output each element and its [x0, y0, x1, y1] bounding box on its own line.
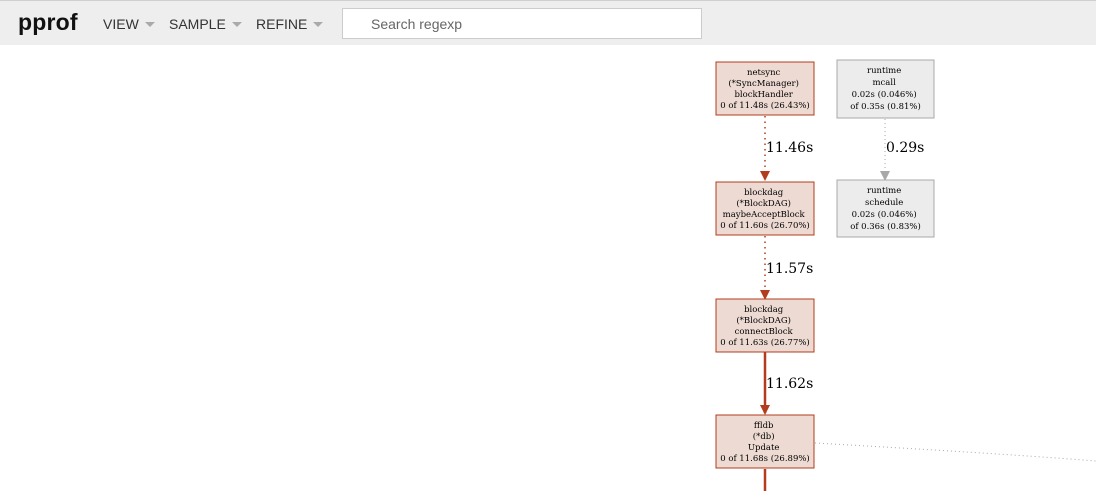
node-label-line: 0.02s (0.046%): [852, 89, 917, 100]
svg-text:blockdag (*BlockDAG): blockdag (*BlockDAG) maybeAcceptBlock 0 …: [720, 188, 810, 231]
node-label-line: mcall: [872, 78, 896, 88]
edge-blockhandler-maybeacceptblock[interactable]: 11.46s: [760, 116, 813, 181]
node-label-line: blockdag: [744, 188, 784, 198]
node-label-line: 0.02s (0.046%): [852, 209, 917, 220]
node-blockhandler[interactable]: netsync (*SyncManager) blockHandler 0 of…: [715, 61, 815, 116]
node-label-line: blockHandler: [734, 90, 793, 100]
node-label-line: 0 of 11.63s (26.77%): [720, 337, 810, 348]
view-menu[interactable]: VIEW: [103, 16, 155, 32]
node-label-line: ffldb: [754, 421, 774, 431]
node-label-line: maybeAcceptBlock: [723, 210, 806, 220]
edge-label: 0.29s: [886, 140, 924, 156]
node-label-line: runtime: [867, 66, 901, 76]
node-label-line: schedule: [865, 198, 903, 208]
edge-mcall-schedule[interactable]: 0.29s: [880, 119, 924, 181]
node-label-line: of 0.36s (0.83%): [850, 221, 921, 232]
node-label-line: (*SyncManager): [728, 78, 799, 89]
app-title: pprof: [18, 9, 78, 35]
svg-text:netsync (*SyncManager): netsync (*SyncManager) blockHandler 0 of…: [720, 68, 810, 111]
node-label-line: netsync: [747, 68, 781, 78]
view-menu-label: VIEW: [103, 16, 139, 32]
svg-text:ffldb (*db) Update: ffldb (*db) Update 0 of 11.68s (26.89%): [720, 421, 810, 464]
edge-connectblock-update[interactable]: 11.62s: [760, 349, 813, 415]
node-label-line: of 0.35s (0.81%): [850, 101, 921, 112]
node-label-line: 0 of 11.68s (26.89%): [720, 453, 810, 464]
node-label-line: 0 of 11.48s (26.43%): [720, 100, 810, 111]
node-label-line: connectBlock: [735, 327, 794, 337]
node-label-line: runtime: [867, 186, 901, 196]
edge-update-offscreen-right[interactable]: [814, 442, 1096, 462]
edge-label: 11.57s: [766, 261, 813, 277]
node-label-line: (*db): [753, 431, 775, 442]
node-label-line: blockdag: [744, 305, 784, 315]
sample-menu[interactable]: SAMPLE: [169, 16, 242, 32]
toolbar: pprof VIEW SAMPLE REFINE: [0, 0, 1096, 45]
edge-maybeacceptblock-connectblock[interactable]: 11.57s: [760, 236, 813, 300]
node-label-line: (*BlockDAG): [736, 315, 791, 326]
node-mcall[interactable]: runtime mcall 0.02s (0.046%) of 0.35s (0…: [836, 59, 935, 119]
refine-menu[interactable]: REFINE: [256, 16, 324, 32]
chevron-down-icon: [231, 22, 242, 27]
chevron-down-icon: [313, 22, 324, 27]
svg-text:runtime mcall 0.02: runtime mcall 0.02s (0.046%) of 0.35s (0…: [850, 66, 921, 112]
svg-text:runtime schedule 0: runtime schedule 0.02s (0.046%) of 0.36s…: [850, 186, 921, 232]
refine-menu-label: REFINE: [256, 16, 308, 32]
node-connectblock[interactable]: blockdag (*BlockDAG) connectBlock 0 of 1…: [715, 298, 815, 353]
chevron-down-icon: [144, 22, 155, 27]
node-maybeacceptblock[interactable]: blockdag (*BlockDAG) maybeAcceptBlock 0 …: [715, 181, 815, 236]
edge-label: 11.46s: [766, 140, 813, 156]
svg-text:blockdag (*BlockDAG): blockdag (*BlockDAG) connectBlock 0 of 1…: [720, 305, 810, 348]
search-input[interactable]: [342, 8, 702, 39]
node-label-line: Update: [748, 443, 780, 453]
call-graph[interactable]: 11.46s 0.29s 11.57s 11.62s netsync (*Syn…: [0, 45, 1096, 491]
node-label-line: (*BlockDAG): [736, 198, 791, 209]
node-label-line: 0 of 11.60s (26.70%): [720, 220, 810, 231]
sample-menu-label: SAMPLE: [169, 16, 226, 32]
node-schedule[interactable]: runtime schedule 0.02s (0.046%) of 0.36s…: [836, 179, 935, 238]
node-update[interactable]: ffldb (*db) Update 0 of 11.68s (26.89%): [715, 414, 815, 469]
edge-label: 11.62s: [766, 376, 813, 392]
